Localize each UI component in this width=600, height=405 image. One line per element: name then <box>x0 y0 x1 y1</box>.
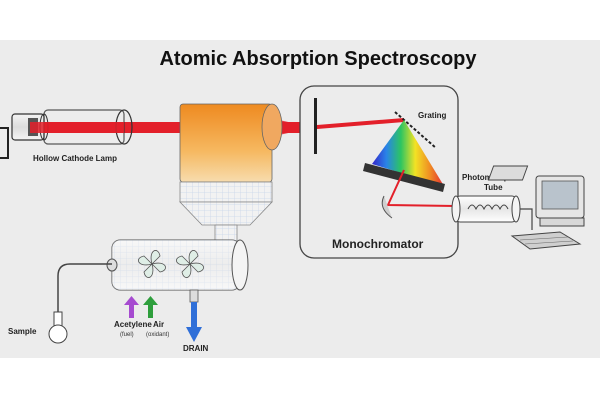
flame-chamber <box>179 103 283 246</box>
photomultiplier-tube <box>451 195 521 223</box>
dispersed-spectrum <box>372 120 444 186</box>
lamp-label: Hollow Cathode Lamp <box>33 154 117 163</box>
flask-icon <box>48 311 68 344</box>
drain-label: DRAIN <box>183 344 209 353</box>
sample-label: Sample <box>8 327 37 336</box>
grating-icon <box>394 111 437 149</box>
light-beam <box>30 122 302 133</box>
exit-slit-plate <box>363 163 445 192</box>
air-arrow <box>143 296 158 318</box>
entrance-slit <box>314 98 317 154</box>
detector-cable <box>520 208 533 230</box>
photomultiplier-label-2: Tube <box>484 183 503 192</box>
grating-label: Grating <box>418 111 447 120</box>
fan-icon <box>138 250 166 278</box>
computer-icon <box>487 165 585 250</box>
diagram-title: Atomic Absorption Spectroscopy <box>159 48 477 70</box>
sample-tube <box>57 263 112 312</box>
acetylene-note: (fuel) <box>120 332 134 338</box>
lamp-cable <box>0 127 9 159</box>
acetylene-label: Acetylene <box>114 320 152 329</box>
acetylene-arrow <box>124 296 139 318</box>
drain-arrow <box>186 289 202 342</box>
air-note: (oxidant) <box>146 332 169 338</box>
beam-to-detector <box>386 169 456 207</box>
mirror-icon <box>381 195 393 219</box>
nebulizer-chamber <box>106 239 249 291</box>
air-label: Air <box>153 320 164 329</box>
beam-to-grating <box>317 118 404 129</box>
fan-icon <box>176 250 204 278</box>
monochromator-label: Monochromator <box>332 237 424 251</box>
